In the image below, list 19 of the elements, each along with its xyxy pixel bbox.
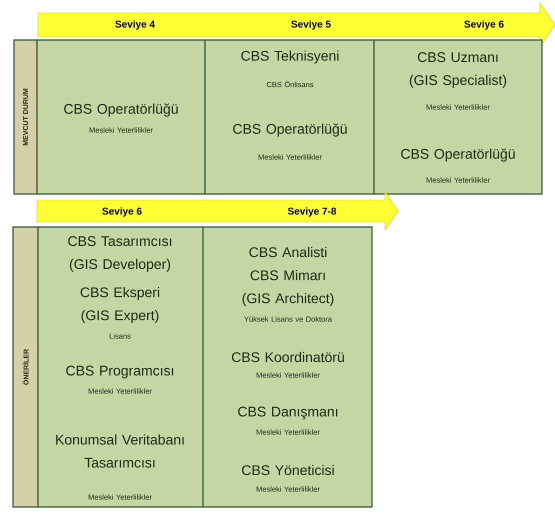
level-label: Seviye 6 — [464, 20, 504, 30]
level-label: Seviye 4 — [115, 20, 155, 30]
level-label: Seviye 7-8 — [288, 207, 336, 217]
job-title: CBS Analisti — [249, 246, 326, 258]
job-title: CBS Koordinatörü — [232, 352, 344, 362]
job-title: CBS Programcısı — [66, 366, 174, 378]
job-title: CBS Operatörlüğü — [401, 148, 515, 162]
job-title: CBS Operatörlüğü — [233, 123, 347, 137]
job-title: CBS Tasarımcısı (GIS Developer) — [68, 236, 172, 272]
job-title: CBS Uzmanı (GIS Specialist) — [410, 52, 506, 88]
job-title: CBS Operatörlüğü — [64, 103, 178, 117]
job-title: CBS Yöneticisi — [242, 464, 334, 476]
job-title: CBS Eksperi (GIS Expert) — [80, 286, 160, 324]
level-label: Seviye 6 — [102, 207, 142, 217]
job-title: CBS Mimarı (GIS Architect) — [242, 270, 334, 306]
job-title: CBS Teknisyeni — [241, 50, 338, 64]
job-title: Konumsal Veritabanı Tasarımcısı — [56, 434, 184, 468]
level-label: Seviye 5 — [291, 20, 331, 30]
job-title: CBS Danışmanı — [238, 406, 338, 420]
